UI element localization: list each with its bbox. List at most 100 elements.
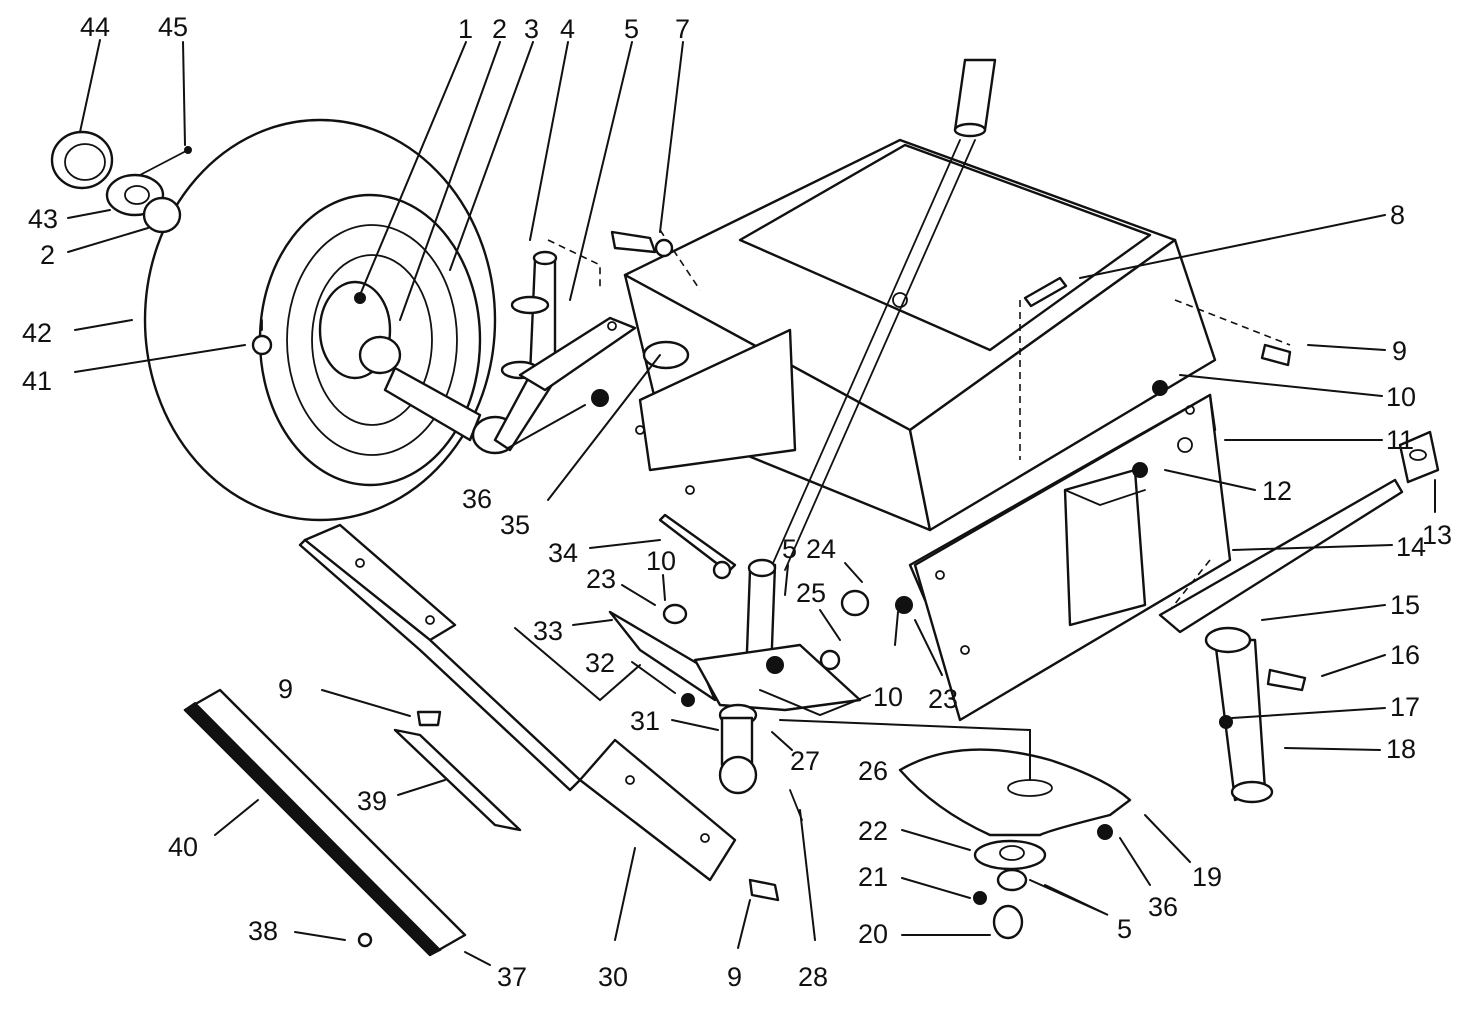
nut-23 (895, 596, 913, 614)
leader-27 (771, 731, 793, 751)
sector-gear (898, 748, 1132, 837)
callout-28: 28 (798, 962, 828, 992)
leader-44 (79, 39, 101, 133)
leader-14 (1232, 544, 1393, 551)
callout-20: 20 (858, 919, 888, 949)
leader-42 (74, 319, 133, 331)
callout-35: 35 (500, 510, 530, 540)
callout-labels: 44 45 1 2 3 4 5 7 8 43 2 42 41 9 10 11 1… (22, 12, 1452, 992)
callout-5: 5 (624, 14, 639, 44)
leader-45 (182, 41, 186, 146)
leader-16 (1321, 654, 1386, 677)
callout-2: 2 (492, 14, 507, 44)
callout-24: 24 (806, 534, 836, 564)
callout-34: 34 (548, 538, 578, 568)
plate-32 (608, 610, 717, 702)
axle-beam-parts (183, 523, 780, 957)
frame-hole (960, 645, 970, 655)
tie-rod-end (610, 230, 657, 254)
bolt-8 (1023, 276, 1068, 308)
leader-3 (449, 41, 534, 271)
leader-43 (67, 209, 111, 219)
steering-lever-parts (1158, 430, 1440, 804)
callout-45: 45 (158, 12, 188, 42)
callout-21: 21 (858, 862, 888, 892)
nut-10 (1152, 380, 1168, 396)
leader-28 (799, 809, 816, 941)
lever-handle-plate (1398, 430, 1440, 484)
frame-assembly (623, 138, 1291, 722)
frame-top-opening (738, 143, 1152, 352)
bolt-16 (1266, 668, 1307, 692)
pin-34-head (712, 560, 732, 580)
frame-inner-bracket-edge (1064, 489, 1146, 506)
callout-36-lower: 36 (1148, 892, 1178, 922)
leader-33 (572, 619, 613, 626)
leader-12 (1164, 469, 1256, 491)
callout-10-right: 10 (873, 682, 903, 712)
pivot-tube-bottom (1230, 780, 1274, 804)
bolt-9b (416, 710, 442, 727)
leader-9c (737, 899, 751, 949)
callout-36-upper: 36 (462, 484, 492, 514)
frame-hole (685, 485, 695, 495)
steering-shaft-line (784, 139, 976, 571)
callout-41: 41 (22, 366, 52, 396)
callout-2-bearing: 2 (40, 240, 55, 270)
leader-40 (214, 799, 259, 836)
callout-22: 22 (858, 816, 888, 846)
leader-9b (321, 689, 411, 717)
bolt-9 (1260, 343, 1292, 367)
dashed-alignment-line (547, 239, 601, 290)
leader-23b (621, 584, 656, 606)
wheel-assembly (143, 118, 519, 522)
leader-31 (671, 719, 719, 731)
callout-7: 7 (675, 14, 690, 44)
steering-shaft (769, 58, 997, 571)
leader-21 (901, 877, 971, 899)
leader-41 (74, 344, 246, 373)
callout-40: 40 (168, 832, 198, 862)
callout-9-upper: 9 (1392, 336, 1407, 366)
leader-1 (359, 41, 467, 296)
pivot-tube-top (1204, 626, 1252, 654)
callout-23-left: 23 (586, 564, 616, 594)
leader-30 (614, 847, 636, 941)
leader-26 (779, 719, 1031, 781)
callout-33: 33 (533, 616, 563, 646)
steering-arm (518, 316, 637, 392)
grease-fitting (251, 334, 273, 356)
callout-11: 11 (1386, 425, 1414, 455)
hub-bearing (358, 335, 402, 375)
flange-bearing-bore (999, 845, 1025, 861)
leader-18 (1284, 747, 1381, 751)
steering-tube-end (953, 122, 987, 138)
nut-32 (681, 693, 695, 707)
frame-inner-bracket (1063, 468, 1147, 627)
frame-hole (1177, 437, 1193, 453)
wheel-rim-ring (311, 254, 433, 426)
callout-5-lower: 5 (1117, 914, 1132, 944)
leader-33-bracket (514, 627, 641, 702)
leader-9a (1307, 344, 1386, 351)
callout-3: 3 (524, 14, 539, 44)
frame-right-panel (908, 238, 1217, 532)
pinion-gear (718, 755, 758, 795)
callout-9-lower: 9 (727, 962, 742, 992)
callout-31: 31 (630, 706, 660, 736)
leader-19 (1144, 814, 1191, 863)
callout-16: 16 (1390, 640, 1420, 670)
bearing (142, 196, 182, 234)
callout-30: 30 (598, 962, 628, 992)
leader-5b (784, 564, 789, 596)
leader-37 (464, 951, 491, 966)
callout-18: 18 (1386, 734, 1416, 764)
callout-23-mid: 23 (928, 684, 958, 714)
frame-hole (892, 292, 908, 308)
callout-26: 26 (858, 756, 888, 786)
nut-12 (1132, 462, 1148, 478)
scraper-40-rubber (183, 701, 442, 957)
leader-35 (547, 354, 661, 501)
frame-lower-bracket (638, 328, 797, 472)
